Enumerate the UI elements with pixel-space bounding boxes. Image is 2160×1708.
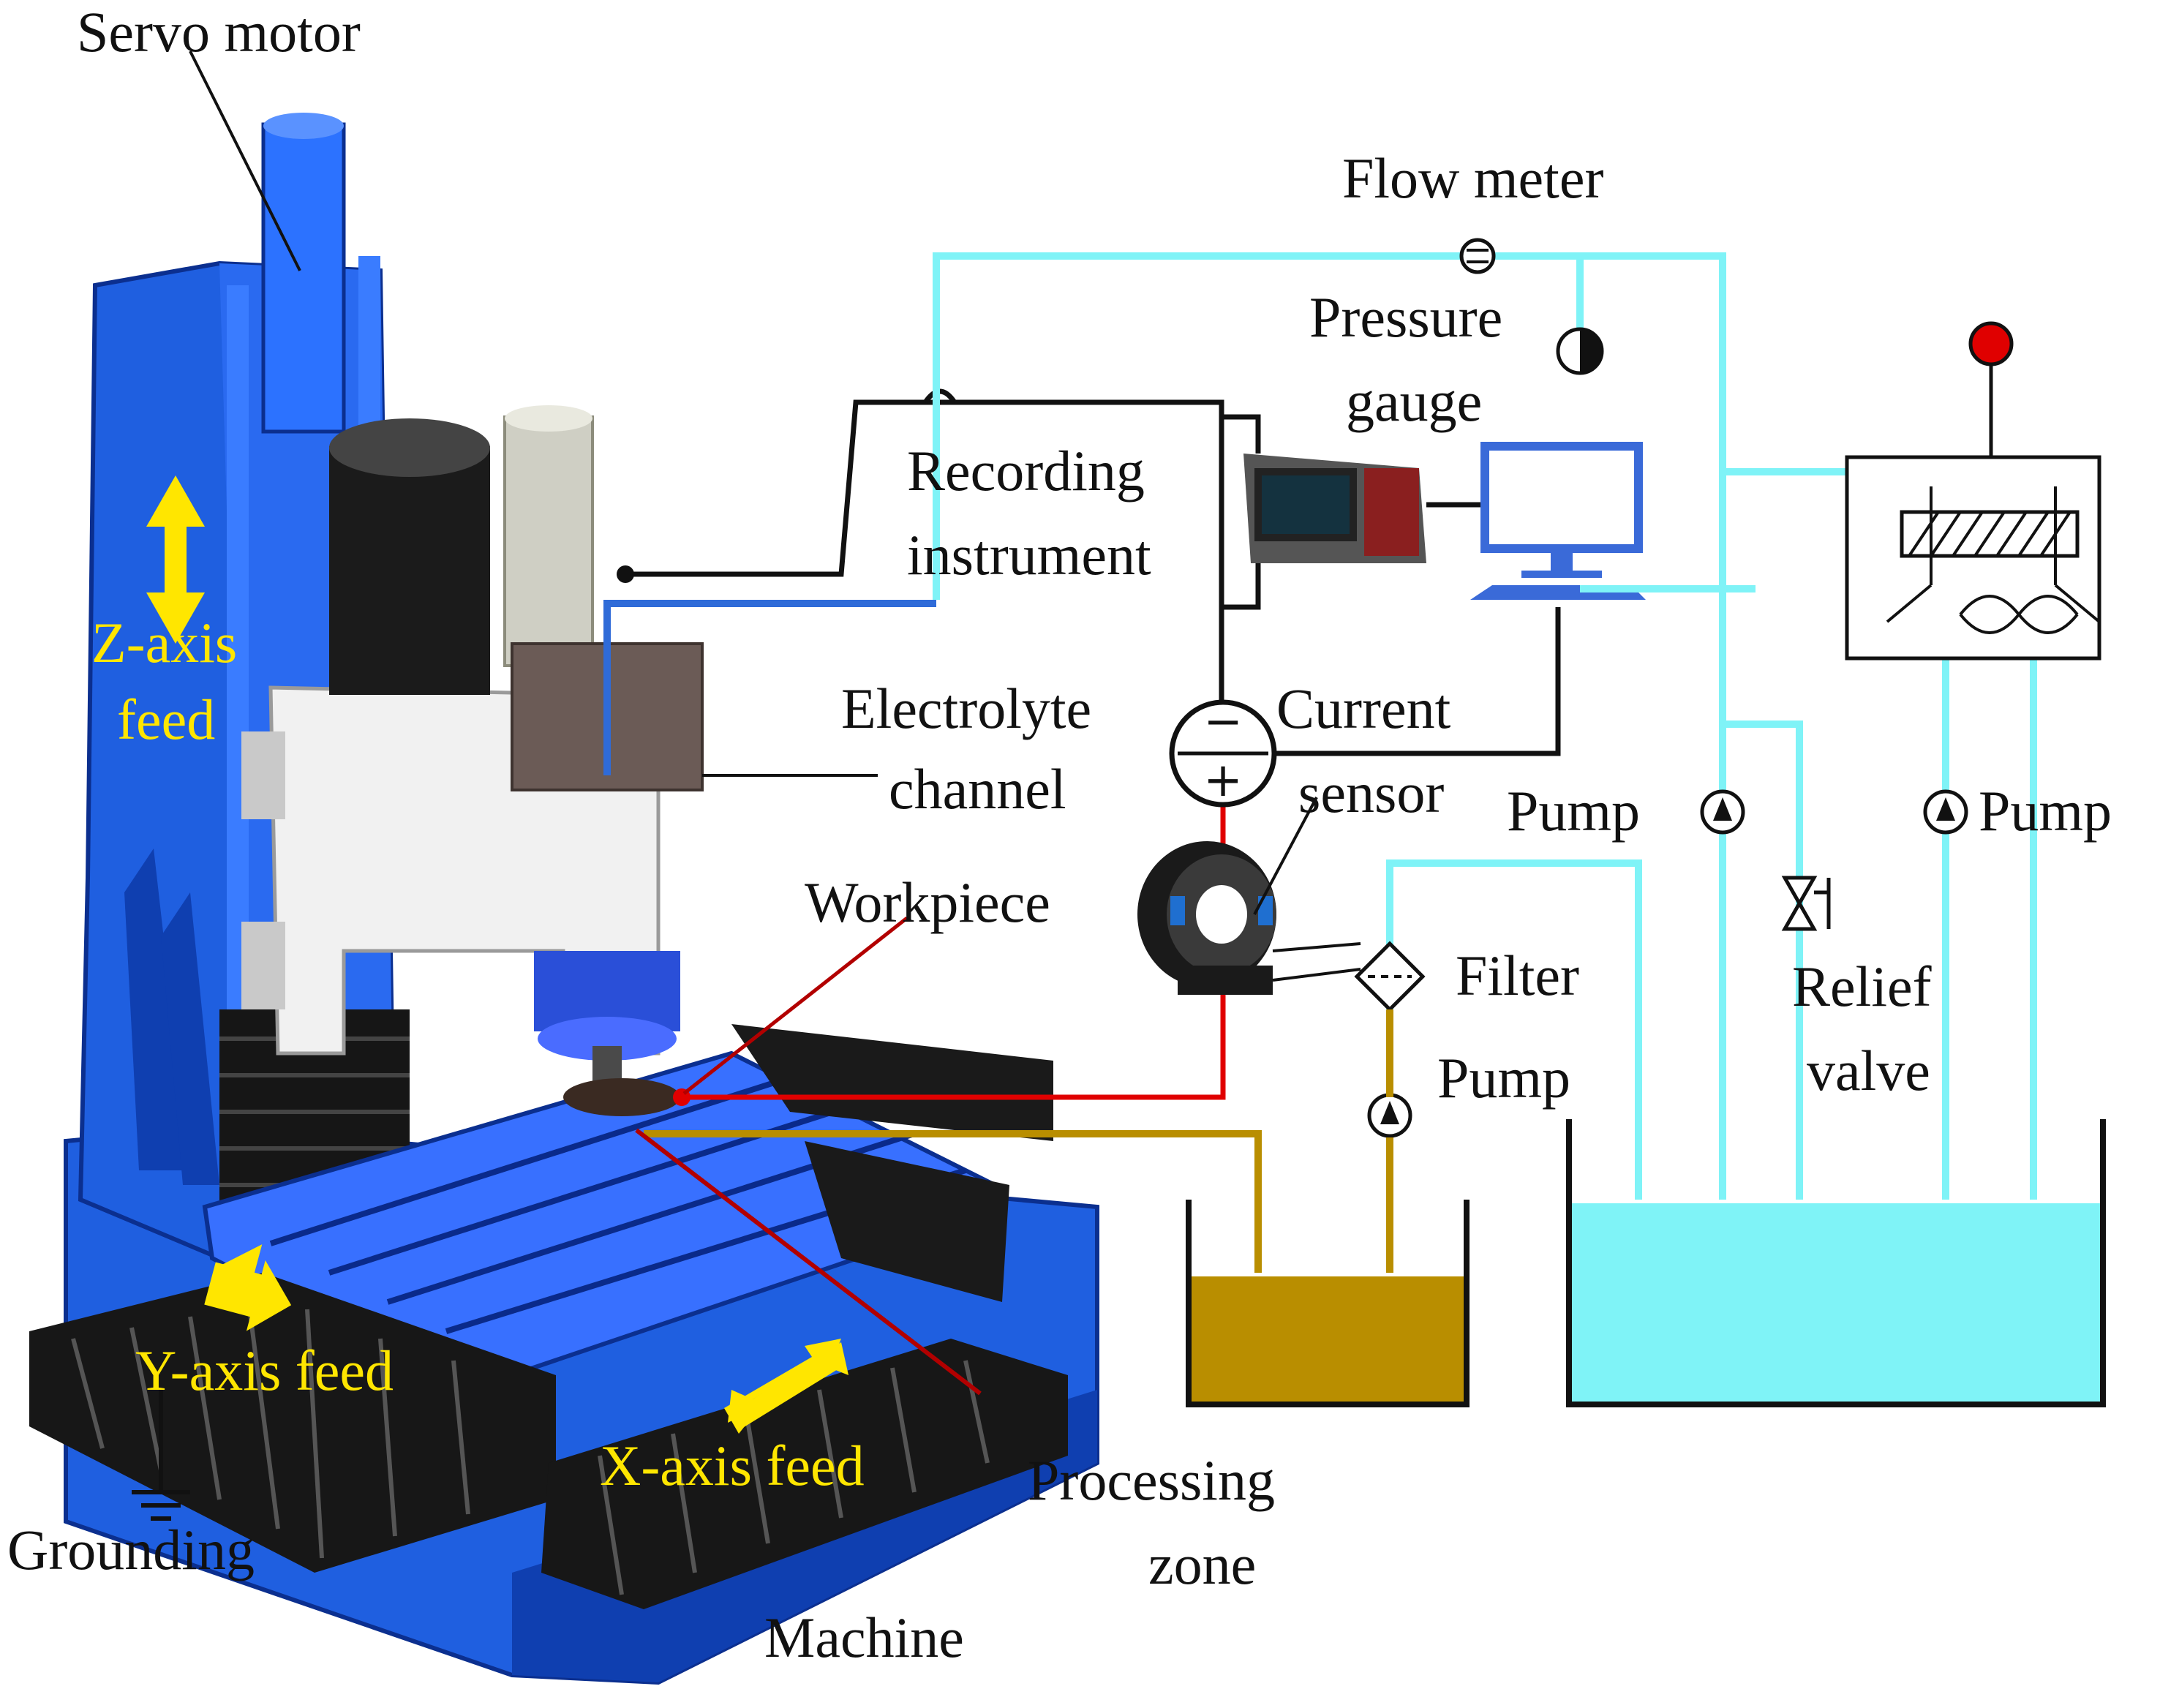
- label-electrolyte: Electrolyte: [841, 677, 1091, 740]
- cylinder-unit-top: [505, 405, 592, 432]
- power-minus-sign: −: [1203, 695, 1243, 749]
- label-pressure: Pressure: [1309, 285, 1502, 349]
- processing-zone-leader: [635, 1128, 982, 1396]
- sensor-cable: [1272, 942, 1361, 952]
- servo-motor-leader: [189, 50, 301, 271]
- sensor-leader: [1253, 797, 1318, 915]
- label-servo-motor: Servo motor: [77, 0, 361, 64]
- servo-motor-body: [261, 122, 346, 434]
- current-sensor-device: [1137, 841, 1276, 995]
- label-instrument: instrument: [907, 523, 1151, 587]
- workpiece-leader: [682, 917, 908, 1095]
- label-grounding: Grounding: [7, 1518, 255, 1581]
- electrolyte-piping: [603, 252, 2037, 1200]
- waste-electrolyte-piping: [644, 1009, 1393, 1273]
- z-rail: [227, 285, 249, 1017]
- filter-symbol: [1354, 941, 1426, 1012]
- label-channel: channel: [889, 757, 1066, 821]
- t-slot: [269, 1072, 799, 1246]
- machine-tool-illustration: [29, 113, 1099, 1685]
- label-current: Current: [1276, 677, 1451, 740]
- label-pump-waste: Pump: [1437, 1046, 1570, 1110]
- label-pump-cooling: Pump: [1979, 779, 2112, 843]
- grounding-icon: [132, 1390, 190, 1521]
- servo-motor-cap: [263, 113, 344, 139]
- sensor-cable: [1272, 968, 1361, 982]
- y-axis-bellows-front: [29, 1273, 556, 1573]
- label-workpiece: Workpiece: [805, 870, 1050, 934]
- label-valve: valve: [1807, 1039, 1930, 1102]
- pump-symbol: [1923, 789, 1968, 835]
- wire-recorder-loop: [1222, 556, 1261, 610]
- waste-tank: [1186, 1200, 1470, 1407]
- relief-valve-symbol: [1781, 876, 1831, 931]
- z-axis-arrow: [146, 475, 205, 644]
- label-gauge: gauge: [1346, 369, 1482, 433]
- label-zone: zone: [1148, 1532, 1256, 1596]
- label-filter: Filter: [1456, 944, 1579, 1007]
- y-axis-arrow: [204, 1244, 292, 1331]
- computer-monitor-icon: [1470, 442, 1646, 600]
- pump-symbol: [1367, 1093, 1412, 1138]
- x-axis-arrow: [724, 1339, 848, 1434]
- head-bracket: [241, 731, 285, 819]
- column-rib: [124, 849, 190, 1170]
- label-z-axis-feed: feed: [117, 688, 215, 751]
- label-x-axis-feed: X-axis feed: [600, 1434, 865, 1497]
- column-rib: [161, 892, 219, 1185]
- cylinder-unit: [503, 415, 594, 667]
- head-bracket: [241, 922, 285, 1009]
- head-motor-housing: [329, 446, 490, 695]
- x-axis-bellows-right: [731, 1024, 1053, 1302]
- oscilloscope-icon: [1243, 454, 1426, 563]
- label-processing: Processing: [1028, 1448, 1275, 1512]
- label-machine: Machine: [764, 1606, 964, 1669]
- pipe-return: [1386, 859, 1642, 1200]
- electrolyte-tank: [1566, 1119, 2106, 1407]
- pump-symbol: [1700, 789, 1745, 835]
- label-pump-supply: Pump: [1507, 779, 1640, 843]
- power-plus-sign: +: [1203, 753, 1243, 808]
- head-motor-top: [329, 418, 490, 477]
- label-relief: Relief: [1792, 955, 1932, 1018]
- label-sensor: sensor: [1298, 761, 1444, 824]
- workpiece: [563, 1078, 680, 1116]
- label-recording: Recording: [907, 439, 1145, 503]
- wire-to-recorder: [1222, 414, 1261, 454]
- dc-power-supply-symbol: [1169, 699, 1277, 808]
- flow-meter-symbol: [1459, 238, 1496, 274]
- x-axis-bellows-front: [541, 1339, 1068, 1609]
- pipe-relief-branch: [1723, 721, 1803, 1200]
- heat-exchanger-symbol: [1845, 321, 2101, 661]
- label-y-axis-feed: Y-axis feed: [135, 1339, 394, 1402]
- label-z-axis: Z-axis: [91, 611, 237, 674]
- pressure-gauge-symbol: [1556, 327, 1604, 375]
- label-flow-meter: Flow meter: [1342, 146, 1603, 210]
- wire-current-sensor: [1276, 607, 1561, 756]
- spindle-nozzle: [538, 1017, 677, 1061]
- pipe-supply-blue: [603, 600, 936, 775]
